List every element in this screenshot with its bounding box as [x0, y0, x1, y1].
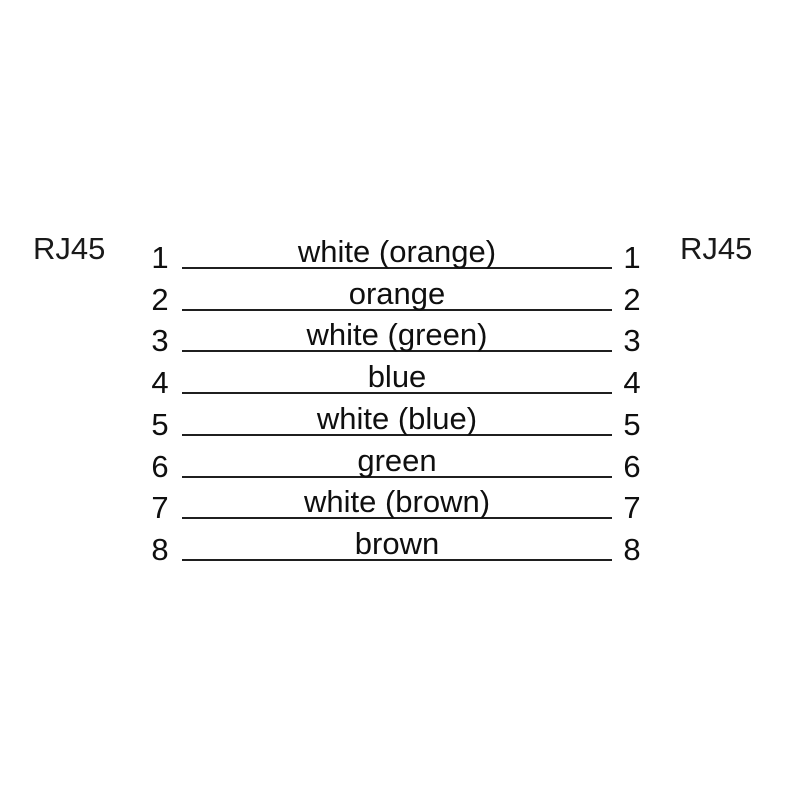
- pin-number-right: 1: [623, 240, 641, 275]
- pin-number-left: 5: [151, 406, 169, 442]
- wire-color-label: orange: [348, 275, 446, 311]
- wire-color-label: brown: [354, 525, 440, 561]
- conductor-line: [182, 308, 612, 311]
- pin-number-right: 6: [623, 448, 641, 484]
- pin-number-right: 7: [623, 490, 641, 526]
- wire-color-label: blue: [367, 359, 427, 395]
- wire-color-label: green: [357, 442, 437, 478]
- pin-number-left: 2: [151, 281, 169, 317]
- connector-label-right: RJ45: [680, 231, 753, 266]
- pin-number-left: 6: [151, 448, 169, 484]
- pin-number-right: 3: [623, 323, 641, 359]
- conductor-line: [182, 475, 612, 478]
- pin-number-right: 2: [623, 281, 641, 317]
- pin-number-right: 5: [623, 406, 641, 442]
- wire-color-label: white (blue): [316, 400, 478, 436]
- conductor-line: [182, 433, 612, 436]
- connector-label-left: RJ45: [33, 231, 106, 266]
- conductor-line: [182, 267, 612, 269]
- wire-color-label: white (green): [306, 317, 488, 353]
- pin-number-left: 7: [151, 490, 169, 526]
- wire-color-label: white (brown): [303, 484, 491, 520]
- conductor-line: [182, 392, 612, 395]
- pin-number-left: 4: [151, 365, 169, 401]
- pin-number-left: 8: [151, 531, 169, 567]
- conductor-line: [182, 558, 612, 561]
- conductor-line: [182, 350, 612, 353]
- pin-number-left: 1: [151, 240, 169, 275]
- pin-number-right: 4: [623, 365, 641, 401]
- pin-number-right: 8: [623, 531, 641, 567]
- pin-number-left: 3: [151, 323, 169, 359]
- wire-color-label: white (orange): [297, 234, 497, 269]
- conductor-line: [182, 517, 612, 520]
